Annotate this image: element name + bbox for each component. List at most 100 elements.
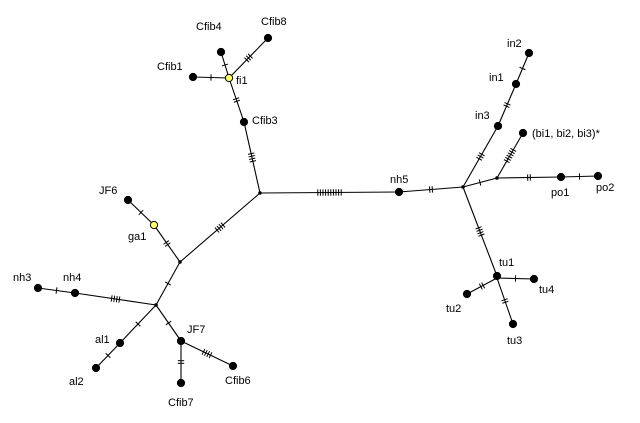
haplotype-label-in3: in3 xyxy=(475,110,490,122)
mutation-tick xyxy=(481,282,486,289)
haplotype-label-po1: po1 xyxy=(551,187,569,199)
edge-po1-po2 xyxy=(560,173,599,180)
median-vector-j1 xyxy=(178,260,182,264)
nodes-layer xyxy=(33,33,603,388)
edge-line xyxy=(243,121,261,194)
mutation-tick xyxy=(165,320,172,326)
mutation-tick xyxy=(477,154,484,159)
mutation-tick xyxy=(55,287,58,294)
edge-nh5-j3 xyxy=(398,186,464,193)
edge-j1-j2 xyxy=(155,261,181,306)
haplotype-node-nh3 xyxy=(33,283,43,293)
haplotype-node-tu4 xyxy=(529,274,539,284)
mutation-tick xyxy=(214,227,220,233)
edge-j1-ga1 xyxy=(153,224,181,263)
haplotype-label-cfib4: Cfib4 xyxy=(196,21,222,33)
mutation-tick xyxy=(475,226,482,230)
mutation-tick xyxy=(476,156,483,161)
mutation-tick xyxy=(510,147,517,152)
mutation-tick xyxy=(218,223,224,230)
haplotype-node-po1 xyxy=(556,172,566,182)
mutation-tick xyxy=(163,240,170,245)
edge-al1-al2 xyxy=(95,342,121,369)
edge-fi1-cfib4 xyxy=(220,51,230,79)
edge-j3-tu1 xyxy=(462,186,498,277)
haplotype-label-fi1: fi1 xyxy=(236,75,248,87)
haplotype-node-po2 xyxy=(593,171,603,181)
edge-fi1-cfib8 xyxy=(228,37,269,79)
haplotype-label-tu2: tu2 xyxy=(446,303,461,315)
mutation-tick xyxy=(503,104,510,108)
mutation-tick xyxy=(135,321,141,327)
edge-line xyxy=(228,77,245,123)
mutation-tick xyxy=(110,295,113,302)
mutation-tick xyxy=(478,283,483,290)
haplotype-label-in2: in2 xyxy=(507,38,522,50)
haplotype-node-tu2 xyxy=(462,289,472,299)
edge-line xyxy=(398,186,464,193)
mutation-tick xyxy=(501,298,508,302)
haplotype-node-cfib7 xyxy=(176,378,186,388)
mutation-tick xyxy=(507,152,514,157)
edge-r-tu3 xyxy=(496,277,514,325)
edge-j2-nh4 xyxy=(74,292,157,306)
mutation-tick xyxy=(220,222,226,228)
edge-fi1-cfib1 xyxy=(192,74,230,81)
haplotype-node-in1 xyxy=(511,79,521,89)
haplotype-label-bi: (bi1, bi2, bi3)* xyxy=(532,128,601,140)
median-vector-j2 xyxy=(154,303,158,307)
mutation-tick xyxy=(118,296,121,303)
mutation-tick xyxy=(206,350,211,358)
edges-layer xyxy=(37,37,599,383)
haplotype-label-cfib3: Cfib3 xyxy=(252,115,278,127)
mutation-tick xyxy=(477,231,484,235)
haplotype-node-bi xyxy=(518,128,528,138)
haplotype-label-cfib8: Cfib8 xyxy=(261,16,287,28)
haplotype-label-al1: al1 xyxy=(95,334,110,346)
haplotype-node-fi1 xyxy=(224,73,234,83)
edge-line xyxy=(153,224,181,263)
mutation-tick xyxy=(233,99,241,103)
haplotype-label-in1: in1 xyxy=(489,72,504,84)
haplotype-label-cfib7: Cfib7 xyxy=(168,397,194,409)
edge-line xyxy=(497,83,517,127)
haplotype-label-cfib6: Cfib6 xyxy=(225,375,251,387)
mutation-tick xyxy=(221,63,229,67)
edge-jf7-cfib6 xyxy=(180,340,234,367)
mutation-tick xyxy=(203,349,208,357)
edge-e-po1 xyxy=(496,174,562,181)
haplotype-label-cfib1: Cfib1 xyxy=(157,61,183,73)
haplotype-label-nh5: nh5 xyxy=(390,174,408,186)
mutation-tick xyxy=(505,156,512,161)
edge-ga1-jf6 xyxy=(127,199,155,226)
haplotype-node-cfib6 xyxy=(228,361,238,371)
haplotype-label-tu4: tu4 xyxy=(539,284,554,296)
mutation-tick xyxy=(503,159,510,164)
edge-line xyxy=(179,192,261,263)
edge-fi1-cfib3 xyxy=(228,77,245,123)
edge-line xyxy=(496,176,562,179)
haplotype-label-tu1: tu1 xyxy=(499,257,514,269)
haplotype-node-in2 xyxy=(524,48,534,58)
edge-j2-jf7 xyxy=(155,304,182,342)
haplotype-node-tu1 xyxy=(492,271,502,281)
median-vector-c xyxy=(258,191,262,195)
median-vector-e xyxy=(495,176,499,180)
mutation-tick xyxy=(247,152,255,155)
haplotype-node-nh5 xyxy=(394,187,404,197)
edge-line xyxy=(466,277,498,295)
edge-nh4-nh3 xyxy=(37,287,76,294)
edge-in3-in1 xyxy=(497,83,517,127)
mutation-tick xyxy=(244,57,250,63)
haplotype-label-al2: al2 xyxy=(69,376,84,388)
edge-r-tu4 xyxy=(496,275,535,282)
haplotype-label-jf7: JF7 xyxy=(187,324,205,336)
mutation-tick xyxy=(476,228,483,232)
mutation-tick xyxy=(508,150,515,155)
mutation-tick xyxy=(164,281,172,286)
mutation-tick xyxy=(502,300,509,304)
edge-j2-al1 xyxy=(119,304,157,344)
edge-j3-in3 xyxy=(462,125,499,188)
haplotype-node-cfib3 xyxy=(239,117,249,127)
